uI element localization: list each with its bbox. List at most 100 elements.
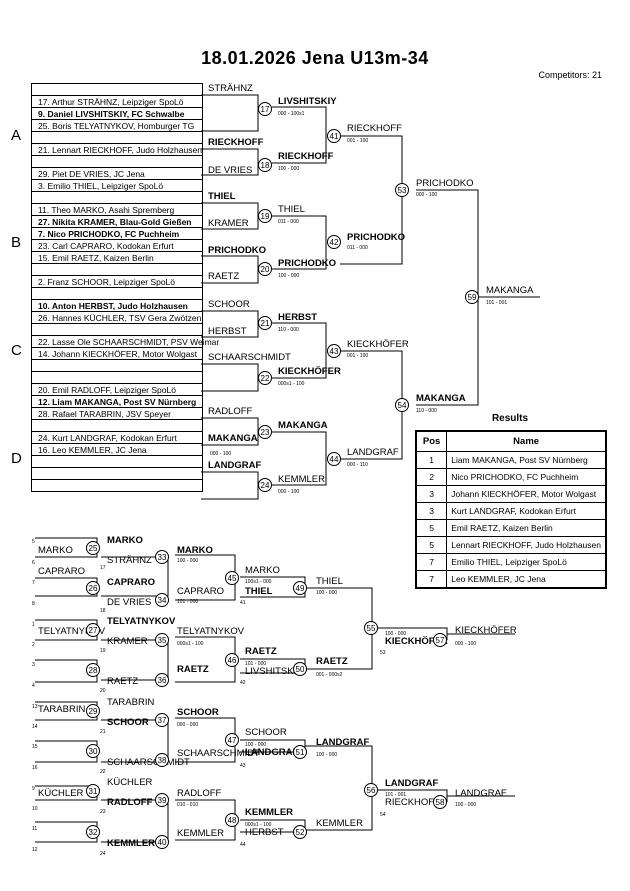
seed-row: 7. Nico PRICHODKO, FC Puchheim [32, 228, 202, 240]
results-pos: 3 [415, 485, 448, 503]
seed-number: 17 [100, 565, 106, 571]
match-number: 36 [158, 676, 167, 685]
bracket-name: HERBST [208, 326, 247, 337]
score-text: 000 - 100 [416, 192, 437, 198]
results-pos: 5 [415, 519, 448, 537]
page-title: 18.01.2026 Jena U13m-34 [201, 48, 429, 68]
seed-number: 10 [32, 806, 38, 812]
score-text: 000s1 - 100 [245, 822, 272, 828]
seed-number: 2 [32, 642, 35, 648]
bracket-name: PRICHODKO [347, 232, 405, 243]
score-text: 100 - 000 [245, 742, 266, 748]
results-pos: 1 [415, 451, 448, 469]
bracket-name: RAETZ [107, 676, 138, 687]
bracket-name: RIECKHOFF [208, 137, 264, 148]
match-number: 45 [228, 574, 237, 583]
match-number: 52 [296, 828, 305, 837]
bracket-name: KRAMER [107, 636, 148, 647]
bracket-name: LANDGRAF [455, 788, 507, 799]
results-name: Kurt LANDGRAF, Kodokan Erfurt [446, 502, 606, 520]
match-circle [155, 793, 169, 807]
pool-label-d: D [11, 450, 22, 467]
seed-row: 15. Emil RAETZ, Kaizen Berlin [32, 252, 202, 264]
bracket-name: CAPRARO [107, 577, 155, 588]
results-name: Leo KEMMLER, JC Jena [446, 570, 606, 588]
match-number: 44 [330, 455, 339, 464]
results-title: Results [491, 413, 529, 424]
seed-number: 8 [32, 601, 35, 607]
results-header-pos: Pos [415, 431, 448, 452]
match-number: 56 [367, 786, 376, 795]
seed-number: 41 [240, 600, 246, 606]
match-number: 51 [296, 748, 305, 757]
bracket-name: DE VRIES [208, 165, 252, 176]
score-text: 100 - 000 [278, 273, 299, 279]
bracket-name: KEMMLER [177, 828, 224, 839]
match-circle [364, 621, 378, 635]
match-number: 38 [158, 756, 167, 765]
match-number: 28 [89, 666, 98, 675]
match-circle [86, 784, 100, 798]
match-number: 50 [296, 665, 305, 674]
bracket-name: SCHAARSCHMIDT [107, 757, 190, 768]
bracket-name: SCHOOR [177, 707, 219, 718]
seed-number: 18 [100, 608, 106, 614]
seed-number: 5 [32, 539, 35, 545]
score-text: 100 - 000 [316, 752, 337, 758]
match-circle [86, 663, 100, 677]
seed-row [32, 480, 202, 492]
bracket-name: KRAMER [208, 218, 249, 229]
match-number: 40 [158, 838, 167, 847]
match-circle [258, 262, 272, 276]
score-text: 000s1 - 100 [278, 381, 305, 387]
score-text: 101 - 001 [486, 300, 507, 306]
score-text: 000 - 100 [210, 451, 231, 457]
seed-number: 22 [100, 769, 106, 775]
bracket-name: MARKO [177, 545, 213, 556]
match-number: 21 [261, 319, 270, 328]
seed-row [32, 372, 202, 384]
match-number: 22 [261, 374, 270, 383]
match-circle [155, 835, 169, 849]
bracket-name: TELYATNYKOV [38, 626, 106, 637]
bracket-name: PRICHODKO [208, 245, 266, 256]
bracket-name: RAETZ [208, 271, 239, 282]
seed-number: 21 [100, 729, 106, 735]
bracket-name: HERBST [245, 827, 284, 838]
seed-row [32, 192, 202, 204]
seed-number: 44 [240, 842, 246, 848]
match-circle [86, 704, 100, 718]
bracket-name: THIEL [245, 586, 273, 597]
match-circle [433, 795, 447, 809]
match-circle [258, 478, 272, 492]
score-text: 001 - 100 [347, 353, 368, 359]
bracket-name: TARABRIN [38, 704, 85, 715]
seed-row [32, 456, 202, 468]
seed-row: 17. Arthur STRÄHNZ, Leipziger SpoLö [32, 96, 202, 108]
seed-row: 11. Theo MARKO, Asahi Spremberg [32, 204, 202, 216]
match-circle [258, 158, 272, 172]
seed-number: 1 [32, 622, 35, 628]
score-text: 100 - 000 [316, 590, 337, 596]
seed-number: 12 [32, 847, 38, 853]
bracket-name: TARABRIN [107, 697, 154, 708]
results-pos: 2 [415, 468, 448, 486]
bracket-name: LANDGRAF [316, 737, 369, 748]
match-number: 31 [89, 787, 98, 796]
match-number: 37 [158, 716, 167, 725]
score-text: 101 - 001 [385, 792, 406, 798]
seed-row: 27. Nikita KRAMER, Blau-Gold Gießen [32, 216, 202, 228]
match-number: 54 [398, 401, 407, 410]
bracket-name: RIECKHOFF [347, 123, 402, 134]
bracket-name: MARKO [107, 535, 143, 546]
match-number: 17 [261, 105, 270, 114]
match-number: 55 [367, 624, 376, 633]
bracket-name: STRÄHNZ [208, 83, 253, 94]
bracket-name: PRICHODKO [416, 178, 474, 189]
bracket-name: RAETZ [316, 656, 348, 667]
match-number: 26 [89, 584, 98, 593]
